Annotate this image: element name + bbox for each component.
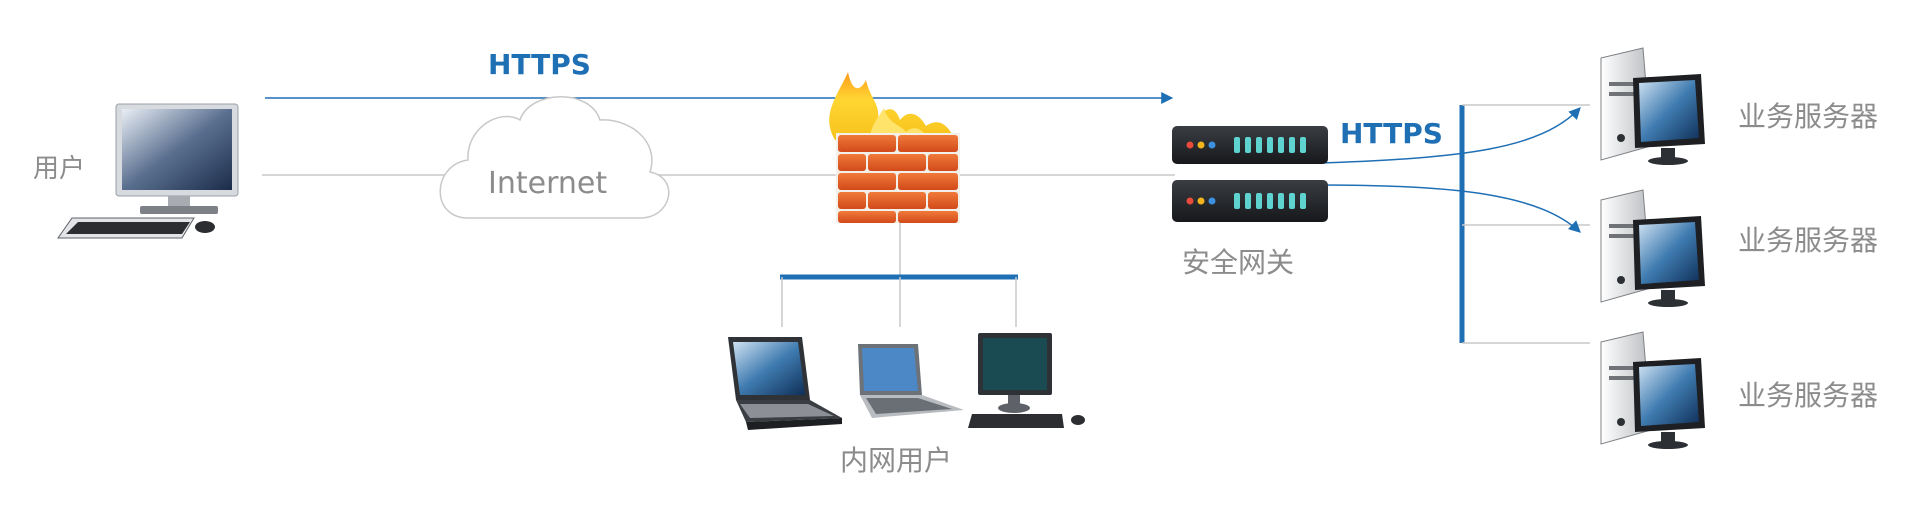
gateway-to-server-1-curve: [1319, 107, 1581, 164]
desktop-monitor-icon: [968, 333, 1085, 428]
server-label-1: 业务服务器: [1738, 100, 1878, 133]
server-label-3: 业务服务器: [1738, 379, 1878, 412]
tower-server-icon: [1600, 47, 1705, 165]
server-gateway-icon: [1172, 126, 1328, 222]
server-label-2: 业务服务器: [1738, 224, 1878, 257]
gateway-label: 安全网关: [1182, 246, 1294, 279]
https-label-top: HTTPS: [488, 48, 591, 81]
https-label-gateway: HTTPS: [1340, 117, 1443, 150]
user-desktop-icon: [57, 103, 239, 239]
tower-server-icon: [1600, 189, 1705, 307]
cloud-icon: [439, 96, 670, 219]
gateway-to-server-2-curve: [1319, 184, 1581, 233]
laptop-icon: [728, 337, 842, 430]
tower-server-icon: [1600, 331, 1705, 449]
intranet-users-label: 内网用户: [840, 444, 952, 477]
laptop-icon: [858, 344, 964, 418]
user-label: 用户: [33, 154, 85, 184]
connection-lines: [262, 92, 1590, 344]
internet-label: Internet: [488, 166, 607, 201]
firewall-icon: [829, 72, 960, 223]
